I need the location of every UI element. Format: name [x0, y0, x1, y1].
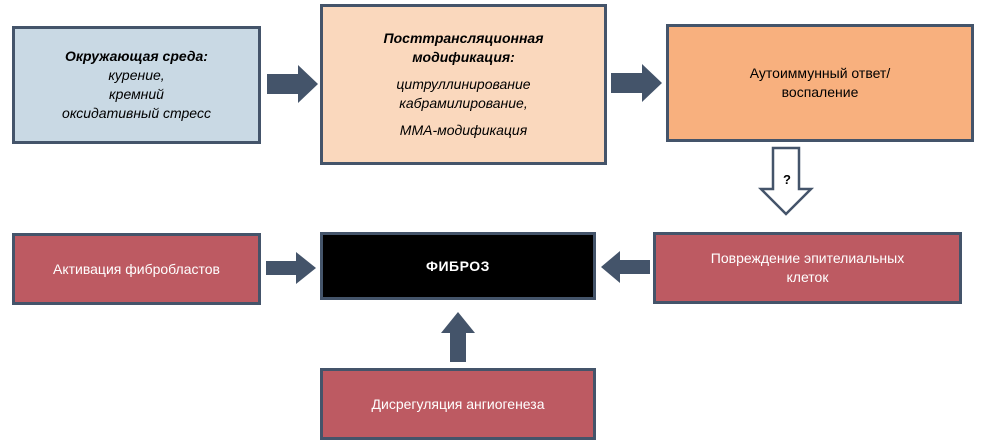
ptm-item: цитруллинирование	[396, 76, 531, 92]
autoimmune-line: Аутоиммунный ответ/	[749, 65, 891, 81]
ptm-item: кабрамилирование,	[399, 95, 528, 111]
fibroblast-activation-label: Активация фибробластов	[53, 260, 220, 277]
autoimmune-box: Аутоиммунный ответ/ воспаление	[666, 24, 974, 142]
environment-item: кремний	[109, 86, 164, 102]
fibrosis-box: ФИБРОЗ	[320, 232, 596, 300]
fibroblast-activation-box: Активация фибробластов	[12, 233, 261, 305]
fibrosis-label: ФИБРОЗ	[426, 257, 490, 274]
arrow-fibroblast-to-fibrosis	[266, 252, 316, 284]
angiogenesis-label: Дисрегуляция ангиогенеза	[371, 395, 545, 412]
autoimmune-line: воспаление	[781, 84, 859, 100]
environment-title: Окружающая среда:	[65, 48, 208, 64]
question-mark-label: ?	[783, 172, 791, 187]
environment-item: оксидативный стресс	[62, 105, 211, 121]
epithelial-damage-line: клеток	[786, 269, 829, 285]
angiogenesis-box: Дисрегуляция ангиогенеза	[320, 368, 596, 440]
ptm-title-line: модификация:	[412, 49, 515, 65]
ptm-title-line: Посттрансляционная	[383, 30, 544, 46]
epithelial-damage-box: Повреждение эпителиальных клеток	[653, 232, 962, 304]
ptm-box: Посттрансляционная модификация: цитрулли…	[320, 4, 607, 165]
arrow-autoimmune-to-damage	[757, 146, 815, 216]
arrow-ptm-to-autoimmune	[611, 64, 662, 102]
arrow-angiogenesis-to-fibrosis	[441, 312, 475, 362]
epithelial-damage-line: Повреждение эпителиальных	[710, 250, 905, 266]
arrow-env-to-ptm	[267, 65, 318, 103]
ptm-item: ММА-модификация	[399, 122, 528, 138]
environment-item: курение,	[108, 67, 165, 83]
arrow-damage-to-fibrosis	[601, 251, 650, 283]
environment-box: Окружающая среда: курение, кремний оксид…	[12, 26, 261, 144]
